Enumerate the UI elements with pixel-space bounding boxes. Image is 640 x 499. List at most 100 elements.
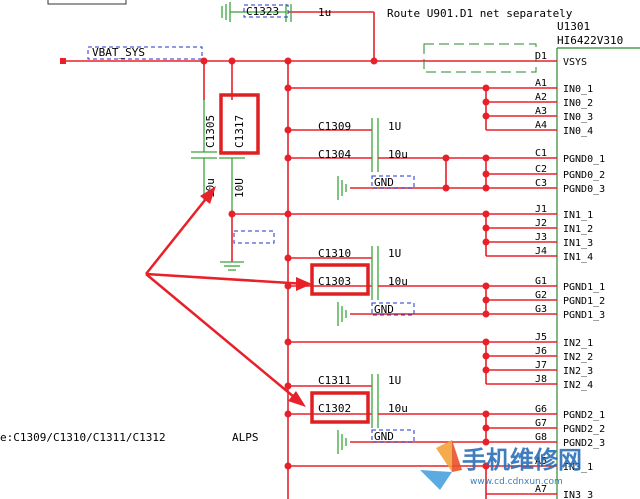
junction [482,424,490,432]
junction [442,184,450,192]
pin-name: PGND2_1 [563,410,605,421]
junction [284,210,292,218]
junction [482,98,490,106]
pin-name: IN3_1 [563,462,593,473]
junction [482,410,490,418]
vendor: ALPS [232,431,259,444]
junction [284,154,292,162]
c1317-highlight [219,93,260,155]
ic-ref: U1301 [557,20,590,33]
junction [482,238,490,246]
pin-name: PGND1_1 [563,282,605,293]
junction [284,84,292,92]
pin-name: IN0_3 [563,112,593,123]
watermark-logo-3 [452,440,462,472]
c1310-value: 1U [388,247,401,260]
pin-number: D1 [535,51,547,62]
junction [482,282,490,290]
pin-name: PGND0_2 [563,170,605,181]
c1309-name: C1309 [318,120,351,133]
pin-number: C1 [535,148,547,159]
pin-name: IN1_4 [563,252,593,263]
c1304-value: 10u [388,148,408,161]
junction [284,462,292,470]
junction [482,210,490,218]
junction [442,154,450,162]
pin-number: J6 [535,346,547,357]
c1302-value: 10u [388,402,408,415]
cropped-label-box [47,0,127,5]
c1317-value: 10U [233,178,246,198]
junction [482,366,490,374]
pin-number: C3 [535,178,547,189]
c1304-name: C1304 [318,148,351,161]
pin-name: PGND1_3 [563,310,605,321]
pin-name: IN2_2 [563,352,593,363]
c1317-name: C1317 [233,115,246,148]
c1311-name: C1311 [318,374,351,387]
pin-name: PGND2_3 [563,438,605,449]
arrow-head [296,277,312,291]
route-note: Route U901.D1 net separately [387,7,573,20]
pin-number: A7 [535,484,547,495]
pin-number: G2 [535,290,547,301]
d1-keepout-box [423,43,537,73]
junction [284,338,292,346]
watermark-cn: 手机维修网 [462,446,582,474]
pin-name: PGND1_2 [563,296,605,307]
c1310-name: C1310 [318,247,351,260]
watermark: 手机维修网 www.cd.cdnxun.com [420,440,582,490]
pin-number: G7 [535,418,547,429]
pin-name: PGND0_1 [563,154,605,165]
junction [482,184,490,192]
junction [284,382,292,390]
arrow-to-c1317 [145,189,214,275]
junction [284,57,292,65]
pin-number: J3 [535,232,547,243]
vbat-net-box [87,46,203,60]
c1303-value: 10u [388,275,408,288]
gnd1-box [371,302,415,316]
pin-name: IN3_3 [563,490,593,499]
pin-number: J7 [535,360,547,371]
c1309-value: 1U [388,120,401,133]
c1323-name: C1323 [246,5,279,18]
pin-number: C2 [535,164,547,175]
pin-number: J1 [535,204,547,215]
junction [200,57,208,65]
pin-number: A3 [535,106,547,117]
pin-number: G1 [535,276,547,287]
junction [482,338,490,346]
pin-number: G8 [535,432,547,443]
c1303-highlight [310,263,370,296]
pin-number: J5 [535,332,547,343]
ic-part: HI6422V310 [557,34,623,47]
c1302-name: C1302 [318,402,351,415]
junction [482,112,490,120]
junctions [200,57,490,470]
pin-name: PGND2_2 [563,424,605,435]
c1302-highlight [310,391,370,424]
pin-name: IN1_2 [563,224,593,235]
watermark-logo [436,440,452,472]
watermark-logo-2 [420,470,452,490]
gnd2-box [371,429,415,443]
pin-number: J2 [535,218,547,229]
pin-number: A5 [535,456,547,467]
junction [284,410,292,418]
gnd1-label: GND [374,303,394,316]
junction [228,210,236,218]
junction [482,224,490,232]
c1323-value: 1u [318,6,331,19]
junction [228,57,236,65]
junction [482,462,490,470]
pin-number: A1 [535,78,547,89]
pin-number: G3 [535,304,547,315]
arrow-head [200,186,216,204]
junction [482,296,490,304]
pin-number: J4 [535,246,547,257]
arrow-to-c1303 [145,272,307,286]
junction [482,154,490,162]
c1317-gnd-box [233,230,275,244]
